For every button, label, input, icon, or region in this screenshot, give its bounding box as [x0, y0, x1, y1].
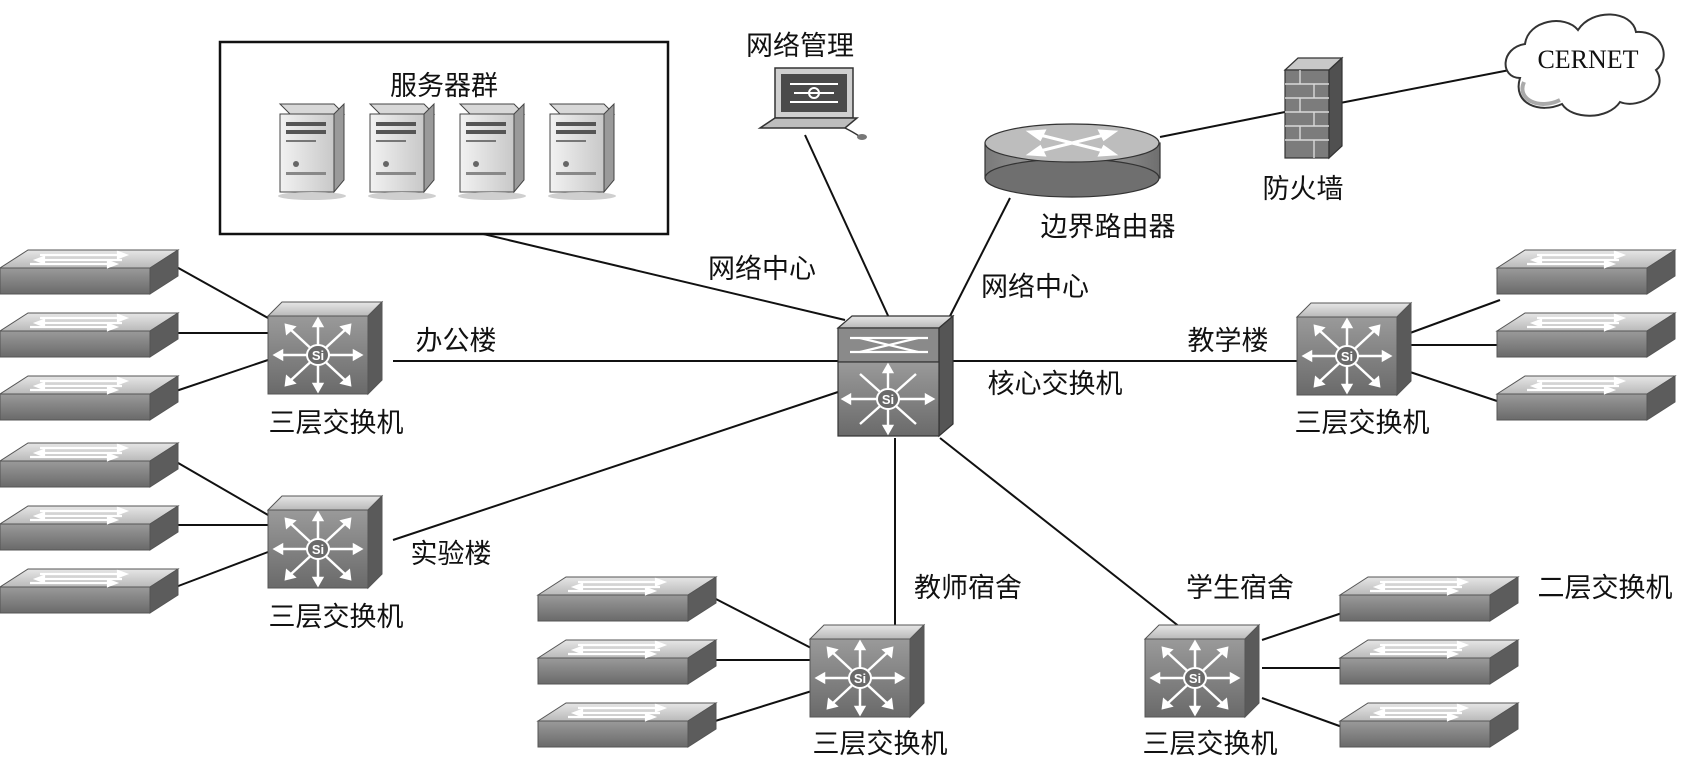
link-student-l2-1 [1261, 611, 1346, 641]
layer2-switch-icon [0, 504, 180, 552]
layer2-switch-icon [536, 575, 718, 623]
layer2-switch-icon [1338, 638, 1520, 686]
link-teaching-l2-3 [1409, 371, 1501, 403]
layer3-switch-icon [1143, 623, 1261, 719]
layer2-switch-icon [536, 701, 718, 749]
office-l3-label: 三层交换机 [269, 408, 404, 439]
link-office-l2-1 [172, 264, 269, 319]
link-teacher-l2-1 [711, 596, 816, 651]
layer2-switch-icon [0, 311, 180, 359]
link-core-lab [392, 391, 839, 541]
server-group: 服务器群 [218, 40, 670, 236]
server-icon [367, 103, 437, 201]
teaching-cluster: 三层交换机 [1295, 248, 1677, 439]
border-router-label: 边界路由器 [1041, 212, 1176, 243]
lab-l3-label: 三层交换机 [269, 602, 404, 633]
layer2-switch-icon [1495, 311, 1677, 359]
core-si-text: Si [882, 392, 894, 407]
teaching-link-label: 教学楼 [1188, 326, 1269, 357]
link-teacher-l2-3 [711, 689, 816, 723]
network-management: 网络管理 [746, 31, 867, 140]
office-link-label: 办公楼 [416, 326, 497, 357]
core-switch: Si 核心交换机 [836, 314, 1123, 438]
link-lab-l2-3 [172, 551, 269, 589]
lab-link-label: 实验楼 [411, 539, 492, 570]
teacher-dorm-l3-label: 三层交换机 [813, 729, 948, 757]
layer3-switch-icon [266, 300, 384, 396]
server-icon [547, 103, 617, 201]
links [172, 67, 1521, 729]
server-group-label: 服务器群 [390, 71, 498, 102]
layer2-switch-icon [0, 374, 180, 422]
layer2-switch-icon [0, 567, 180, 615]
router-icon [984, 123, 1161, 198]
layer2-switch-icon [1338, 701, 1520, 749]
core-switch-label: 核心交换机 [988, 369, 1123, 400]
core-switch-icon: Si [836, 314, 955, 438]
cloud-icon: CERNET [1504, 13, 1665, 117]
link-router-firewall [1159, 111, 1286, 138]
server-icon [457, 103, 527, 201]
link-teaching-l2-1 [1409, 299, 1501, 334]
net-center-right-label: 网络中心 [981, 272, 1089, 303]
firewall: 防火墙 [1263, 56, 1344, 205]
border-router: 边界路由器 [984, 123, 1176, 243]
link-lab-l2-1 [172, 459, 269, 516]
link-firewall-cernet [1339, 67, 1521, 104]
management-laptop-icon [757, 67, 867, 140]
office-cluster: 三层交换机 [0, 248, 404, 439]
net-mgmt-label: 网络管理 [746, 31, 854, 62]
lab-cluster: 三层交换机 [0, 441, 404, 633]
student-dorm-link-label: 学生宿舍 [1186, 573, 1294, 604]
link-mgmt-core [804, 134, 891, 321]
layer3-switch-icon [1295, 301, 1413, 397]
layer2-switch-icon [1338, 575, 1520, 623]
l2-switch-label: 二层交换机 [1538, 573, 1673, 604]
cernet-label: CERNET [1537, 45, 1638, 74]
teacher-dorm-cluster: 三层交换机 [536, 575, 948, 757]
link-servers-core [419, 218, 846, 321]
layer2-switch-icon [0, 248, 180, 296]
layer2-switch-icon [1495, 374, 1677, 422]
layer2-switch-icon [536, 638, 718, 686]
firewall-label: 防火墙 [1263, 174, 1344, 205]
teaching-l3-label: 三层交换机 [1295, 408, 1430, 439]
layer3-switch-icon [266, 494, 384, 590]
net-center-left-label: 网络中心 [708, 254, 816, 285]
layer2-switch-icon [1495, 248, 1677, 296]
server-icon [277, 103, 347, 201]
link-core-student-dorm [939, 437, 1191, 636]
student-dorm-cluster: 三层交换机 二层交换机 [1143, 573, 1673, 757]
firewall-icon [1283, 56, 1344, 160]
student-dorm-l3-label: 三层交换机 [1143, 729, 1278, 757]
link-student-l2-3 [1261, 697, 1346, 729]
link-office-l2-3 [172, 359, 269, 393]
teacher-dorm-link-label: 教师宿舍 [914, 573, 1022, 604]
layer3-switch-icon [808, 623, 926, 719]
layer2-switch-icon [0, 441, 180, 489]
link-router-core [947, 197, 1011, 321]
